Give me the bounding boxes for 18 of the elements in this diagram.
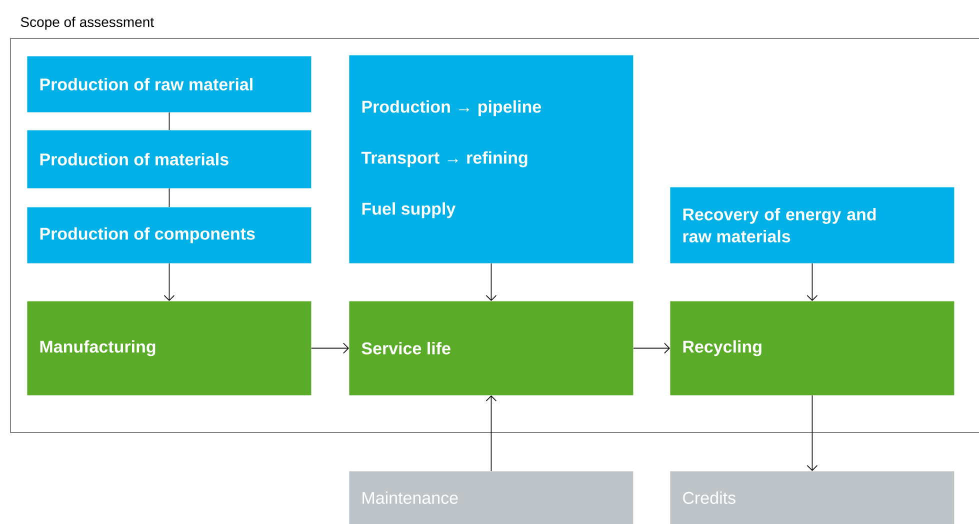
- external-box: Credits: [670, 471, 954, 524]
- stage-box: Service life: [349, 301, 634, 396]
- arrow: [806, 395, 818, 471]
- arrow: [806, 263, 818, 301]
- external-box: Maintenance: [349, 471, 634, 524]
- process-box: Production of raw material: [27, 56, 312, 112]
- stage-box: Recycling: [670, 301, 954, 396]
- arrow: [633, 342, 670, 354]
- arrow: [311, 342, 350, 354]
- process-box: Production of components: [27, 207, 312, 264]
- process-box: Production of materials: [27, 130, 312, 188]
- node-label: Scope of assessment: [20, 16, 154, 30]
- arrow: [486, 395, 497, 472]
- arrow: [164, 263, 175, 301]
- stage-box: Manufacturing: [27, 301, 312, 396]
- process-box: Production → pipeline Transport → refining Fuel supply: [349, 55, 634, 264]
- process-box: Recovery of energy and raw materials: [670, 187, 954, 264]
- arrow: [486, 263, 497, 301]
